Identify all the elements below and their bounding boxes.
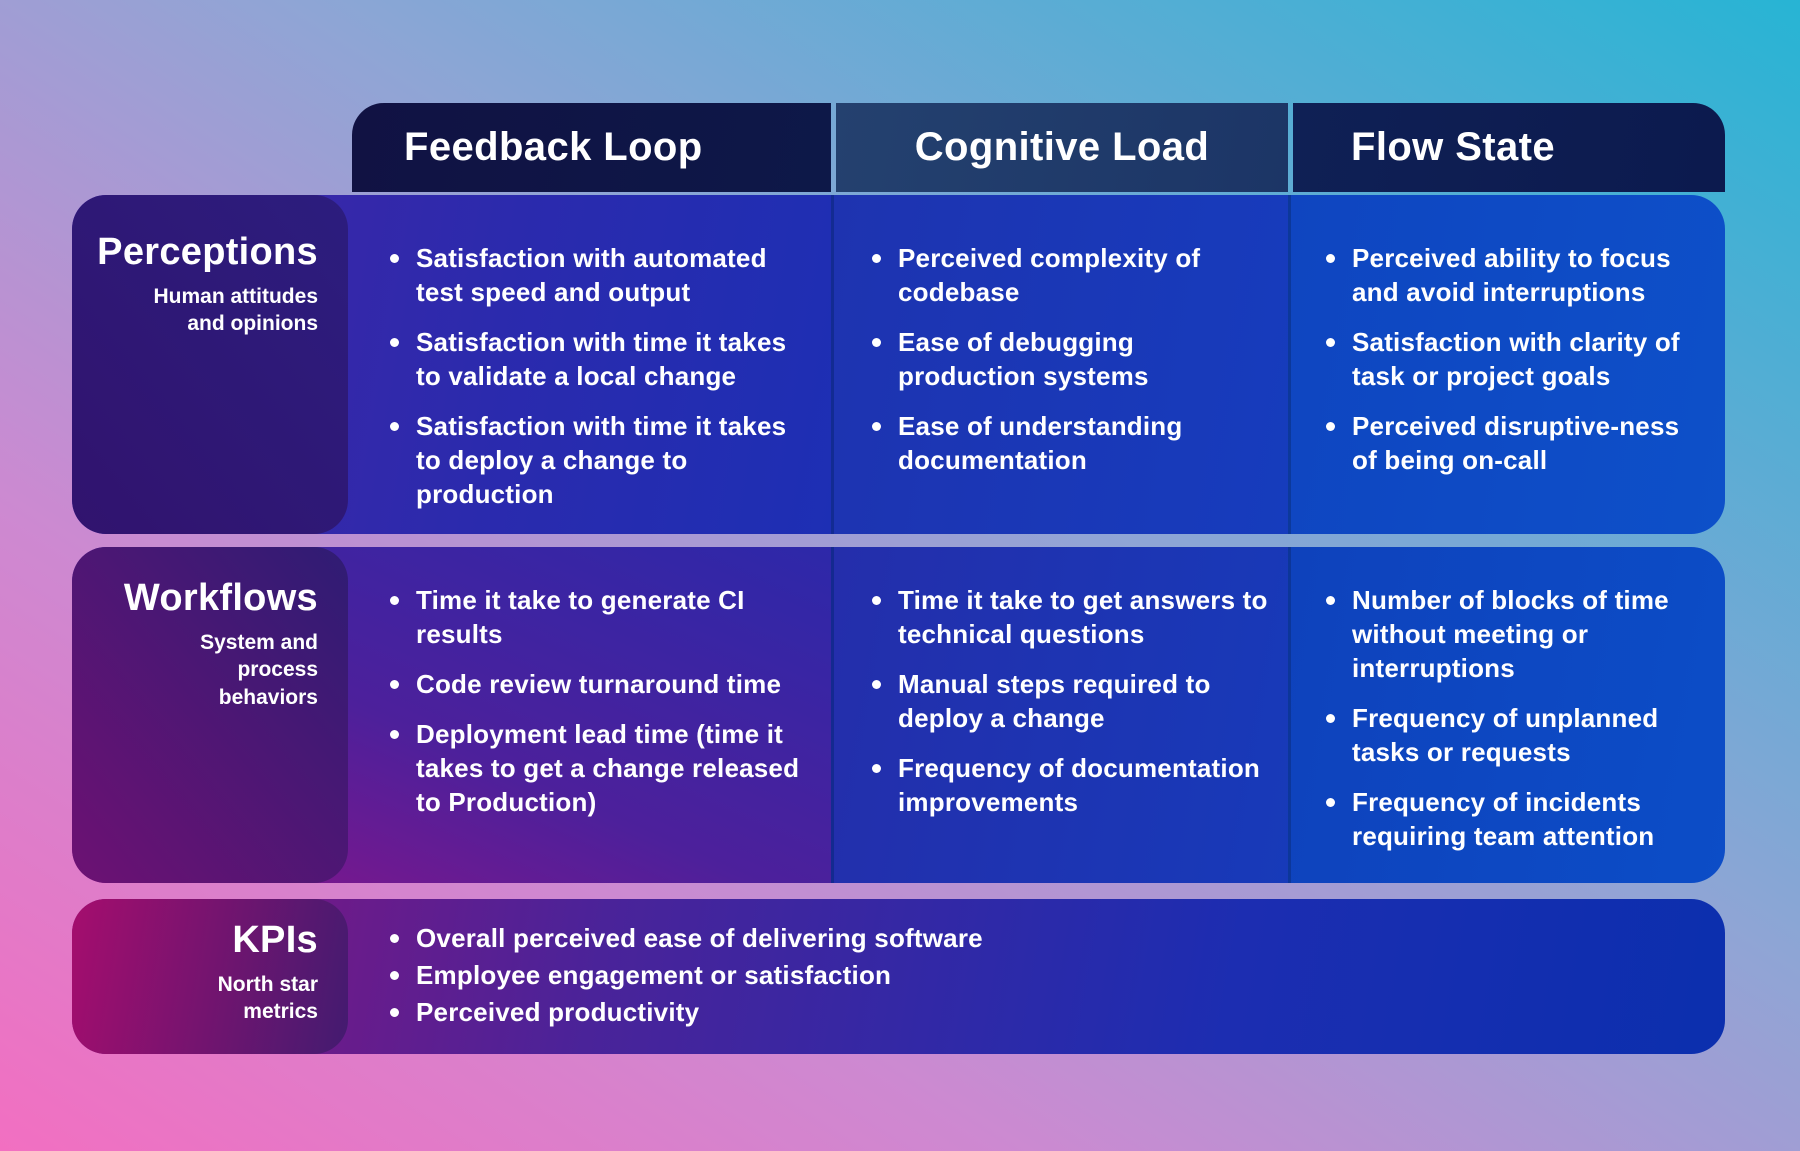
cell-workflows-flow-state: Number of blocks of time without meeting… [1288,547,1725,883]
bullet-dot-icon [390,730,399,739]
column-header-label: Cognitive Load [914,125,1210,169]
bullet-item: Time it take to generate CI results [390,583,807,651]
bullet-text: Satisfaction with time it takes to valid… [416,327,787,391]
bullet-dot-icon [1326,596,1335,605]
bullet-item: Code review turnaround time [390,667,807,701]
bullet-dot-icon [872,764,881,773]
bullet-item: Frequency of incidents requiring team at… [1326,785,1707,853]
bullet-dot-icon [872,596,881,605]
bullet-dot-icon [390,934,399,943]
bullet-item: Perceived disruptive-ness of being on-ca… [1326,409,1707,477]
bullet-dot-icon [872,422,881,431]
bullet-dot-icon [1326,254,1335,263]
bullet-item: Manual steps required to deploy a change [872,667,1270,735]
bullet-text: Perceived ability to focus and avoid int… [1352,243,1671,307]
bullet-dot-icon [1326,798,1335,807]
bullet-dot-icon [1326,338,1335,347]
row-label-perceptions: Perceptions Human attitudes and opinions [72,195,348,534]
row-subtitle: Human attitudes and opinions [153,285,318,336]
row-perceptions-cells: Satisfaction with automated test speed a… [72,195,1725,534]
cell-perceptions-flow-state: Perceived ability to focus and avoid int… [1288,195,1725,534]
bullet-item: Satisfaction with time it takes to deplo… [390,409,807,511]
column-header-label: Feedback Loop [404,125,703,169]
bullet-item: Employee engagement or satisfaction [390,958,1701,992]
bullet-item: Perceived ability to focus and avoid int… [1326,241,1707,309]
bullet-item: Number of blocks of time without meeting… [1326,583,1707,685]
row-subtitle: System and process behaviors [200,631,318,709]
bullet-dot-icon [390,1008,399,1017]
bullet-text: Frequency of unplanned tasks or requests [1352,703,1659,767]
bullet-item: Satisfaction with time it takes to valid… [390,325,807,393]
bullet-item: Deployment lead time (time it takes to g… [390,717,807,819]
row-title: KPIs [232,919,318,961]
bullet-dot-icon [872,338,881,347]
row-subtitle: North star metrics [217,973,318,1024]
row-label-workflows: Workflows System and process behaviors [72,547,348,883]
bullet-text: Employee engagement or satisfaction [416,960,892,990]
bullet-text: Perceived productivity [416,997,700,1027]
bullet-dot-icon [872,680,881,689]
row-kpis: Overall perceived ease of delivering sof… [72,899,1725,1054]
bullet-text: Number of blocks of time without meeting… [1352,585,1669,683]
bullet-item: Ease of understanding documentation [872,409,1270,477]
bullet-text: Manual steps required to deploy a change [898,669,1211,733]
cell-kpis: Overall perceived ease of delivering sof… [72,899,1725,1054]
bullet-text: Code review turnaround time [416,669,782,699]
bullet-text: Ease of debugging production systems [898,327,1149,391]
bullet-dot-icon [390,971,399,980]
bullet-dot-icon [1326,714,1335,723]
bullet-dot-icon [390,596,399,605]
bullet-dot-icon [872,254,881,263]
row-title: Workflows [123,577,318,619]
bullet-text: Overall perceived ease of delivering sof… [416,923,983,953]
row-label-kpis: KPIs North star metrics [72,899,348,1054]
bullet-text: Deployment lead time (time it takes to g… [416,719,800,817]
cell-workflows-cognitive-load: Time it take to get answers to technical… [831,547,1288,883]
bullet-text: Satisfaction with time it takes to deplo… [416,411,787,509]
column-header-flow-state: Flow State [1293,103,1725,192]
bullet-text: Perceived complexity of codebase [898,243,1201,307]
bullet-dot-icon [390,680,399,689]
bullet-item: Time it take to get answers to technical… [872,583,1270,651]
bullet-text: Time it take to generate CI results [416,585,745,649]
bullet-item: Overall perceived ease of delivering sof… [390,921,1701,955]
bullet-text: Frequency of documentation improvements [898,753,1261,817]
bullet-item: Satisfaction with clarity of task or pro… [1326,325,1707,393]
bullet-item: Ease of debugging production systems [872,325,1270,393]
bullet-item: Perceived productivity [390,995,1701,1029]
bullet-item: Frequency of unplanned tasks or requests [1326,701,1707,769]
bullet-item: Satisfaction with automated test speed a… [390,241,807,309]
row-perceptions: Satisfaction with automated test speed a… [72,195,1725,534]
column-header-label: Flow State [1351,125,1556,169]
bullet-item: Perceived complexity of codebase [872,241,1270,309]
bullet-dot-icon [390,422,399,431]
bullet-dot-icon [390,338,399,347]
column-header-feedback-loop: Feedback Loop [352,103,831,192]
row-title: Perceptions [97,231,318,273]
bullet-text: Satisfaction with clarity of task or pro… [1352,327,1680,391]
bullet-text: Time it take to get answers to technical… [898,585,1268,649]
column-headers: Feedback Loop Cognitive Load Flow State [352,103,1725,192]
bullet-dot-icon [1326,422,1335,431]
row-kpis-cells: Overall perceived ease of delivering sof… [72,899,1725,1054]
bullet-item: Frequency of documentation improvements [872,751,1270,819]
bullet-text: Frequency of incidents requiring team at… [1352,787,1655,851]
column-header-cognitive-load: Cognitive Load [836,103,1288,192]
bullet-text: Perceived disruptive-ness of being on-ca… [1352,411,1680,475]
bullet-text: Ease of understanding documentation [898,411,1183,475]
bullet-dot-icon [390,254,399,263]
bullet-text: Satisfaction with automated test speed a… [416,243,767,307]
